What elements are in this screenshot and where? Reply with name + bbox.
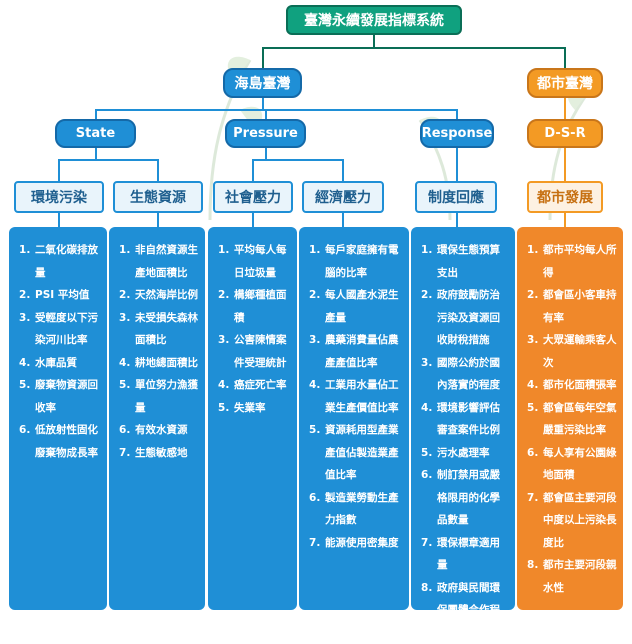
indicator-item: 受輕度以下污染河川比率	[19, 307, 101, 352]
indicator-item: 環境影響評估審查案件比例	[421, 397, 509, 442]
node-dsr: D-S-R	[527, 119, 603, 148]
connector-social-panel	[252, 213, 254, 227]
indicator-item: 環保標章適用量	[421, 532, 509, 577]
node-urban-taiwan: 都市臺灣	[527, 68, 603, 98]
indicator-item: 資源耗用型產業產值佔製造業產值比率	[309, 419, 403, 487]
list-urban-development: 都市平均每人所得都會區小客車持有率大眾運輸乘客人次都市化面積張率都會區每年空氣嚴…	[527, 239, 617, 599]
indicator-item: 低放射性固化廢棄物成長率	[19, 419, 101, 464]
connector-economic-up	[342, 159, 344, 181]
indicator-item: 都市平均每人所得	[527, 239, 617, 284]
list-institutional-response: 環保生態預算支出政府鼓勵防治污染及資源回收財稅措施國際公約於國內落實的程度環境影…	[421, 239, 509, 644]
connector-level2-horizontal	[95, 109, 457, 111]
indicator-item: 政府與民間環保團體合作程度	[421, 577, 509, 644]
indicator-item: 政府鼓勵防治污染及資源回收財稅措施	[421, 284, 509, 352]
connector-env-panel	[58, 213, 60, 227]
indicator-item: 都會區小客車持有率	[527, 284, 617, 329]
indicator-item: PSI 平均值	[19, 284, 101, 307]
indicator-item: 每人國產水泥生產量	[309, 284, 403, 329]
indicator-item: 每戶家庭擁有電腦的比率	[309, 239, 403, 284]
connector-eco-panel	[157, 213, 159, 227]
connector-pressure-horizontal	[252, 159, 344, 161]
indicator-item: 污水處理率	[421, 442, 509, 465]
connector-economic-panel	[342, 213, 344, 227]
connector-env-up	[58, 159, 60, 181]
indicator-item: 都會區每年空氣嚴重污染比率	[527, 397, 617, 442]
indicator-item: 制訂禁用或嚴格限用的化學品數量	[421, 464, 509, 532]
category-institutional-response: 制度回應	[415, 181, 497, 213]
category-economic-pressure: 經濟壓力	[302, 181, 384, 213]
panel-institutional-response: 環保生態預算支出政府鼓勵防治污染及資源回收財稅措施國際公約於國內落實的程度環境影…	[411, 227, 515, 610]
connector-urban-down	[564, 98, 566, 120]
node-response: Response	[420, 119, 494, 148]
list-economic-pressure: 每戶家庭擁有電腦的比率每人國產水泥生產量農藥消費量佔農產產值比率工業用水量佔工業…	[309, 239, 403, 554]
indicator-item: 公害陳情案件受理統計	[218, 329, 291, 374]
connector-urban-up	[564, 47, 566, 68]
category-urban-development: 都市發展	[527, 181, 603, 213]
indicator-item: 未受損失森林面積比	[119, 307, 199, 352]
indicator-item: 失業率	[218, 397, 291, 420]
connector-title-horizontal	[262, 47, 566, 49]
indicator-item: 製造業勞動生產力指數	[309, 487, 403, 532]
indicator-item: 國際公約於國內落實的程度	[421, 352, 509, 397]
indicator-item: 非自然資源生產地面積比	[119, 239, 199, 284]
indicator-item: 能源使用密集度	[309, 532, 403, 555]
panel-eco-resources: 非自然資源生產地面積比天然海岸比例未受損失森林面積比耕地總面積比單位努力漁獲量有…	[109, 227, 205, 610]
connector-social-up	[252, 159, 254, 181]
node-state: State	[55, 119, 136, 148]
indicator-item: 耕地總面積比	[119, 352, 199, 375]
list-eco-resources: 非自然資源生產地面積比天然海岸比例未受損失森林面積比耕地總面積比單位努力漁獲量有…	[119, 239, 199, 464]
indicator-item: 天然海岸比例	[119, 284, 199, 307]
connector-state-horizontal	[58, 159, 159, 161]
connector-dsr-down	[564, 148, 566, 181]
node-island-taiwan: 海島臺灣	[223, 68, 302, 98]
panel-economic-pressure: 每戶家庭擁有電腦的比率每人國產水泥生產量農藥消費量佔農產產值比率工業用水量佔工業…	[299, 227, 409, 610]
indicator-item: 工業用水量佔工業生產價值比率	[309, 374, 403, 419]
indicator-item: 生態敏感地	[119, 442, 199, 465]
indicator-item: 構鄉種植面積	[218, 284, 291, 329]
connector-state-up	[95, 109, 97, 119]
connector-institution-panel	[456, 213, 458, 227]
connector-response-up	[456, 109, 458, 119]
indicator-item: 每人享有公園綠地面積	[527, 442, 617, 487]
node-pressure: Pressure	[225, 119, 306, 148]
indicator-item: 都市主要河段親水性	[527, 554, 617, 599]
indicator-item: 環保生態預算支出	[421, 239, 509, 284]
panel-social-pressure: 平均每人每日垃圾量構鄉種植面積公害陳情案件受理統計癌症死亡率失業率	[208, 227, 297, 610]
list-social-pressure: 平均每人每日垃圾量構鄉種植面積公害陳情案件受理統計癌症死亡率失業率	[218, 239, 291, 419]
system-title: 臺灣永續發展指標系統	[286, 5, 462, 35]
connector-urban-dev-panel	[564, 213, 566, 227]
connector-island-up	[262, 47, 264, 68]
category-eco-resources: 生態資源	[113, 181, 203, 213]
indicator-item: 都市化面積張率	[527, 374, 617, 397]
indicator-item: 單位努力漁獲量	[119, 374, 199, 419]
indicator-item: 廢棄物資源回收率	[19, 374, 101, 419]
category-env-pollution: 環境污染	[14, 181, 104, 213]
indicator-item: 農藥消費量佔農產產值比率	[309, 329, 403, 374]
indicator-item: 癌症死亡率	[218, 374, 291, 397]
connector-pressure-up	[265, 109, 267, 119]
connector-response-down	[456, 148, 458, 181]
indicator-item: 二氧化碳排放量	[19, 239, 101, 284]
indicator-item: 大眾運輸乘客人次	[527, 329, 617, 374]
indicator-item: 平均每人每日垃圾量	[218, 239, 291, 284]
panel-urban-development: 都市平均每人所得都會區小客車持有率大眾運輸乘客人次都市化面積張率都會區每年空氣嚴…	[517, 227, 623, 610]
connector-eco-up	[157, 159, 159, 181]
indicator-item: 水庫品質	[19, 352, 101, 375]
indicator-item: 都會區主要河段中度以上污染長度比	[527, 487, 617, 555]
indicator-item: 有效水資源	[119, 419, 199, 442]
category-social-pressure: 社會壓力	[213, 181, 293, 213]
